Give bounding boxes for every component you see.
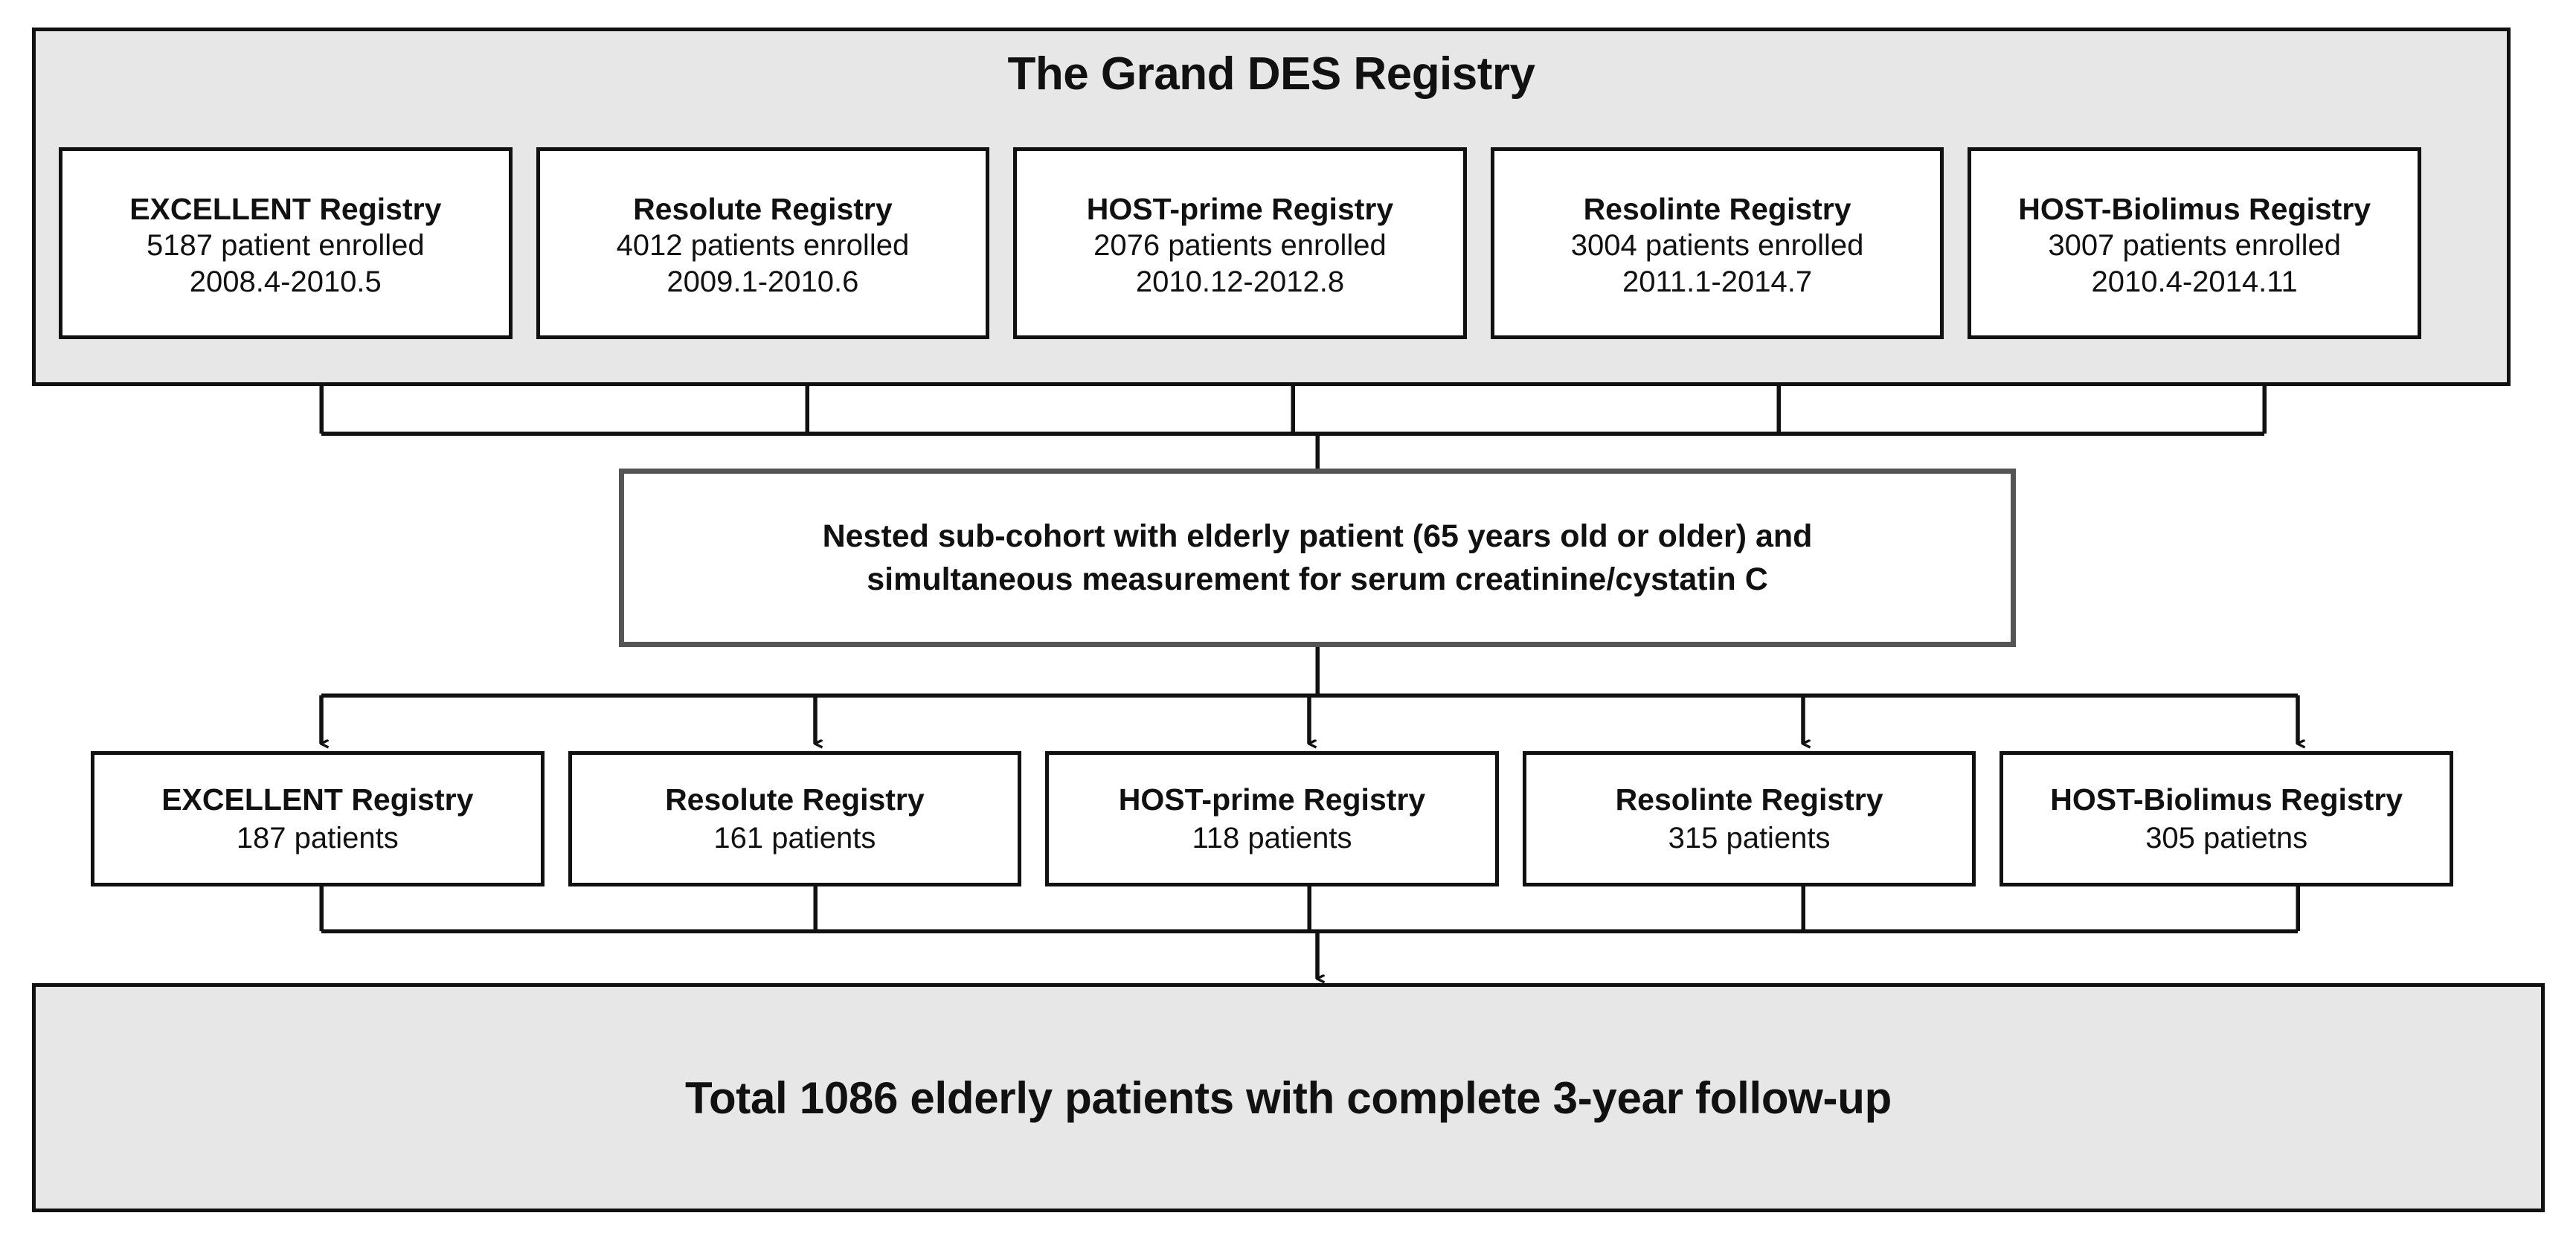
sub-registry-name: Resolinte Registry [1615, 782, 1883, 817]
nested-subcohort-box: Nested sub-cohort with elderly patient (… [619, 469, 2016, 647]
sub-registry-name: Resolute Registry [665, 782, 925, 817]
sub-registry-count: 118 patients [1192, 821, 1352, 855]
registry-name: HOST-prime Registry [1086, 192, 1394, 227]
registry-name: Resolinte Registry [1583, 192, 1851, 227]
registry-box-resolute: Resolute Registry 4012 patients enrolled… [536, 147, 990, 339]
sub-registry-box-host-biolimus: HOST-Biolimus Registry 305 patietns [2000, 751, 2453, 886]
sub-registry-row: EXCELLENT Registry 187 patients Resolute… [91, 751, 2453, 886]
sub-registry-name: EXCELLENT Registry [161, 782, 474, 817]
registry-enrolled: 2076 patients enrolled [1093, 229, 1387, 263]
registry-box-host-prime: HOST-prime Registry 2076 patients enroll… [1013, 147, 1467, 339]
top-registry-row: EXCELLENT Registry 5187 patient enrolled… [59, 147, 2421, 339]
page-title: The Grand DES Registry [1007, 48, 1535, 100]
registry-period: 2010.4-2014.11 [2091, 266, 2298, 298]
sub-registry-box-resolute: Resolute Registry 161 patients [568, 751, 1022, 886]
registry-box-resolinte: Resolinte Registry 3004 patients enrolle… [1490, 147, 1944, 339]
registry-name: EXCELLENT Registry [129, 192, 442, 227]
total-summary-bar: Total 1086 elderly patients with complet… [32, 983, 2545, 1212]
nested-subcohort-line-2: simultaneous measurement for serum creat… [867, 561, 1768, 597]
registry-name: Resolute Registry [633, 192, 893, 227]
registry-box-excellent: EXCELLENT Registry 5187 patient enrolled… [59, 147, 513, 339]
sub-registry-box-host-prime: HOST-prime Registry 118 patients [1045, 751, 1499, 886]
registry-box-host-biolimus: HOST-Biolimus Registry 3007 patients enr… [1968, 147, 2421, 339]
registry-period: 2009.1-2010.6 [667, 266, 859, 298]
sub-registry-name: HOST-Biolimus Registry [2050, 782, 2403, 817]
sub-registry-count: 187 patients [236, 821, 399, 855]
sub-registry-box-excellent: EXCELLENT Registry 187 patients [91, 751, 545, 886]
registry-enrolled: 4012 patients enrolled [616, 229, 910, 263]
nested-subcohort-line-1: Nested sub-cohort with elderly patient (… [822, 518, 1813, 554]
total-summary-text: Total 1086 elderly patients with complet… [685, 1072, 1892, 1123]
sub-registry-name: HOST-prime Registry [1118, 782, 1426, 817]
sub-registry-count: 161 patients [713, 821, 876, 855]
registry-period: 2011.1-2014.7 [1622, 266, 1813, 298]
registry-enrolled: 3007 patients enrolled [2048, 229, 2341, 263]
registry-period: 2010.12-2012.8 [1135, 266, 1345, 298]
sub-registry-count: 315 patients [1668, 821, 1831, 855]
registry-period: 2008.4-2010.5 [189, 266, 382, 298]
sub-registry-count: 305 patietns [2145, 821, 2308, 855]
sub-registry-box-resolinte: Resolinte Registry 315 patients [1522, 751, 1976, 886]
registry-enrolled: 3004 patients enrolled [1570, 229, 1864, 263]
registry-name: HOST-Biolimus Registry [2018, 192, 2371, 227]
registry-enrolled: 5187 patient enrolled [146, 229, 425, 263]
